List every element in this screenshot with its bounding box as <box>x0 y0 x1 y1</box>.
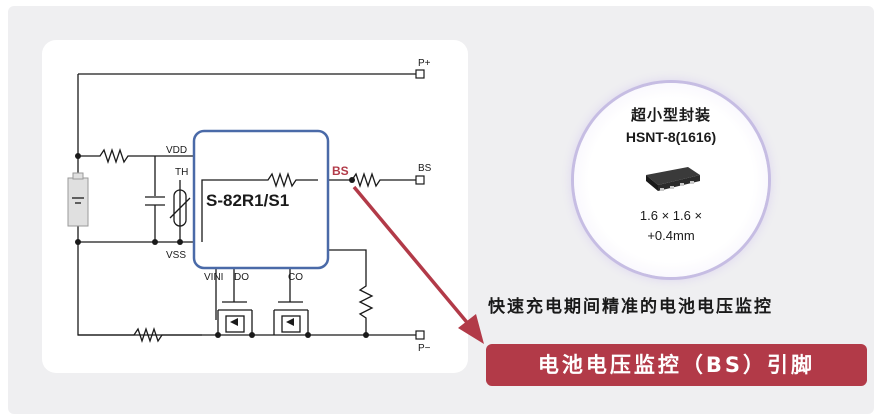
pin-label-th: TH <box>175 167 188 178</box>
chip-icon <box>646 167 700 191</box>
junction-dot <box>305 332 311 338</box>
junction-dot <box>75 239 81 245</box>
pin-label-vini: VINI <box>204 272 223 283</box>
pin-label-bs: BS <box>332 164 349 178</box>
package-size-line2: +0.4mm <box>647 228 695 243</box>
terminal-p-minus <box>415 330 425 340</box>
terminal-p-plus <box>415 69 425 79</box>
junction-dot <box>249 332 255 338</box>
pin-label-vss: VSS <box>166 250 186 261</box>
pin-label-vdd: VDD <box>166 145 187 156</box>
junction-dot <box>75 153 81 159</box>
junction-dot <box>363 332 369 338</box>
terminal-label-bs: BS <box>418 163 432 174</box>
terminal-bs <box>415 175 425 185</box>
terminal-label-p-minus: P− <box>418 343 431 354</box>
circuit-diagram: S-82R1/S1 VDD TH VSS VINI DO CO BS P+ BS… <box>67 58 432 354</box>
thermistor <box>173 189 187 227</box>
package-size-line1: 1.6 × 1.6 × <box>639 208 703 223</box>
package-model: HSNT-8(1616) <box>625 129 717 145</box>
fet-do-body <box>225 315 245 333</box>
ic-name: S-82R1/S1 <box>206 191 289 210</box>
package-badge: 超小型封装 HSNT-8(1616) 1.6 × 1.6 × +0.4mm <box>574 83 768 277</box>
fet-co-body <box>281 315 301 333</box>
pin-label-do: DO <box>234 272 249 283</box>
callout-arrow-line <box>352 185 472 328</box>
pin-label-co: CO <box>288 272 303 283</box>
resistor-bottom <box>78 326 202 344</box>
terminal-label-p-plus: P+ <box>418 58 431 69</box>
resistor-co <box>328 249 374 335</box>
callout-arrow-head <box>458 314 484 344</box>
battery-terminal <box>72 172 84 180</box>
junction-dot <box>177 239 183 245</box>
circuit-diagram-card: S-82R1/S1 VDD TH VSS VINI DO CO BS P+ BS… <box>42 40 468 373</box>
ic-outline <box>192 129 330 270</box>
fet-co-arrow <box>286 318 294 326</box>
resistor-internal <box>201 171 318 242</box>
pin-banner: 电池电压监控（BS）引脚 <box>486 344 867 386</box>
resistor-bs <box>328 171 416 189</box>
junction-dot <box>349 177 355 183</box>
junction-dot <box>152 239 158 245</box>
resistor-vdd <box>78 147 194 165</box>
package-title: 超小型封装 <box>630 106 711 124</box>
caption-text: 快速充电期间精准的电池电压监控 <box>488 297 773 317</box>
fet-do-arrow <box>230 318 238 326</box>
junction-dot <box>215 332 221 338</box>
thermistor-slash <box>169 197 191 219</box>
